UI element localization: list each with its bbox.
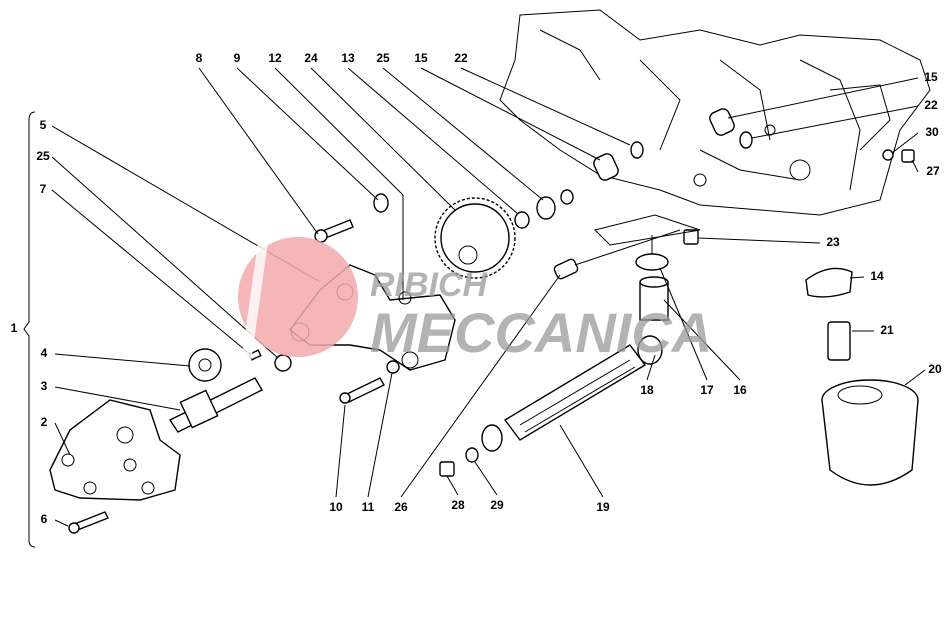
callout-11: 11 bbox=[362, 500, 375, 514]
parts bbox=[49, 108, 919, 534]
callout-4: 4 bbox=[41, 346, 48, 360]
callout-2: 2 bbox=[41, 415, 48, 429]
callout-20: 20 bbox=[928, 362, 942, 376]
callout-16: 16 bbox=[733, 383, 747, 397]
callout-22: 22 bbox=[454, 51, 468, 65]
callout-28: 28 bbox=[451, 498, 465, 512]
callout-29: 29 bbox=[490, 498, 504, 512]
callout-22: 22 bbox=[924, 98, 938, 112]
callout-8: 8 bbox=[196, 51, 203, 65]
callout-5: 5 bbox=[40, 118, 47, 132]
callout-25: 25 bbox=[376, 51, 390, 65]
callout-9: 9 bbox=[234, 51, 241, 65]
callout-15: 15 bbox=[924, 70, 938, 84]
callout-19: 19 bbox=[596, 500, 610, 514]
svg-text:RIBICH: RIBICH bbox=[370, 266, 489, 304]
callout-1: 1 bbox=[11, 321, 18, 335]
callout-26: 26 bbox=[394, 500, 408, 514]
callout-27: 27 bbox=[926, 164, 940, 178]
callout-10: 10 bbox=[329, 500, 343, 514]
callout-7: 7 bbox=[40, 182, 47, 196]
callout-17: 17 bbox=[700, 383, 714, 397]
callout-18: 18 bbox=[640, 383, 654, 397]
callout-14: 14 bbox=[870, 269, 884, 283]
callout-23: 23 bbox=[826, 235, 840, 249]
callout-15: 15 bbox=[414, 51, 428, 65]
leader-lines bbox=[51, 67, 926, 527]
crankcase bbox=[499, 9, 931, 216]
callout-25: 25 bbox=[36, 149, 50, 163]
callout-24: 24 bbox=[304, 51, 318, 65]
callout-labels: 8 9 12 24 13 25 15 22 15 22 30 27 1 5 25… bbox=[11, 51, 942, 526]
callout-13: 13 bbox=[341, 51, 355, 65]
callout-30: 30 bbox=[925, 125, 939, 139]
group-bracket bbox=[23, 111, 36, 548]
watermark-logo: RIBICH MECCANICA bbox=[238, 237, 712, 364]
callout-3: 3 bbox=[41, 379, 48, 393]
callout-12: 12 bbox=[268, 51, 282, 65]
callout-21: 21 bbox=[880, 323, 894, 337]
callout-6: 6 bbox=[41, 512, 48, 526]
svg-text:MECCANICA: MECCANICA bbox=[370, 301, 712, 364]
